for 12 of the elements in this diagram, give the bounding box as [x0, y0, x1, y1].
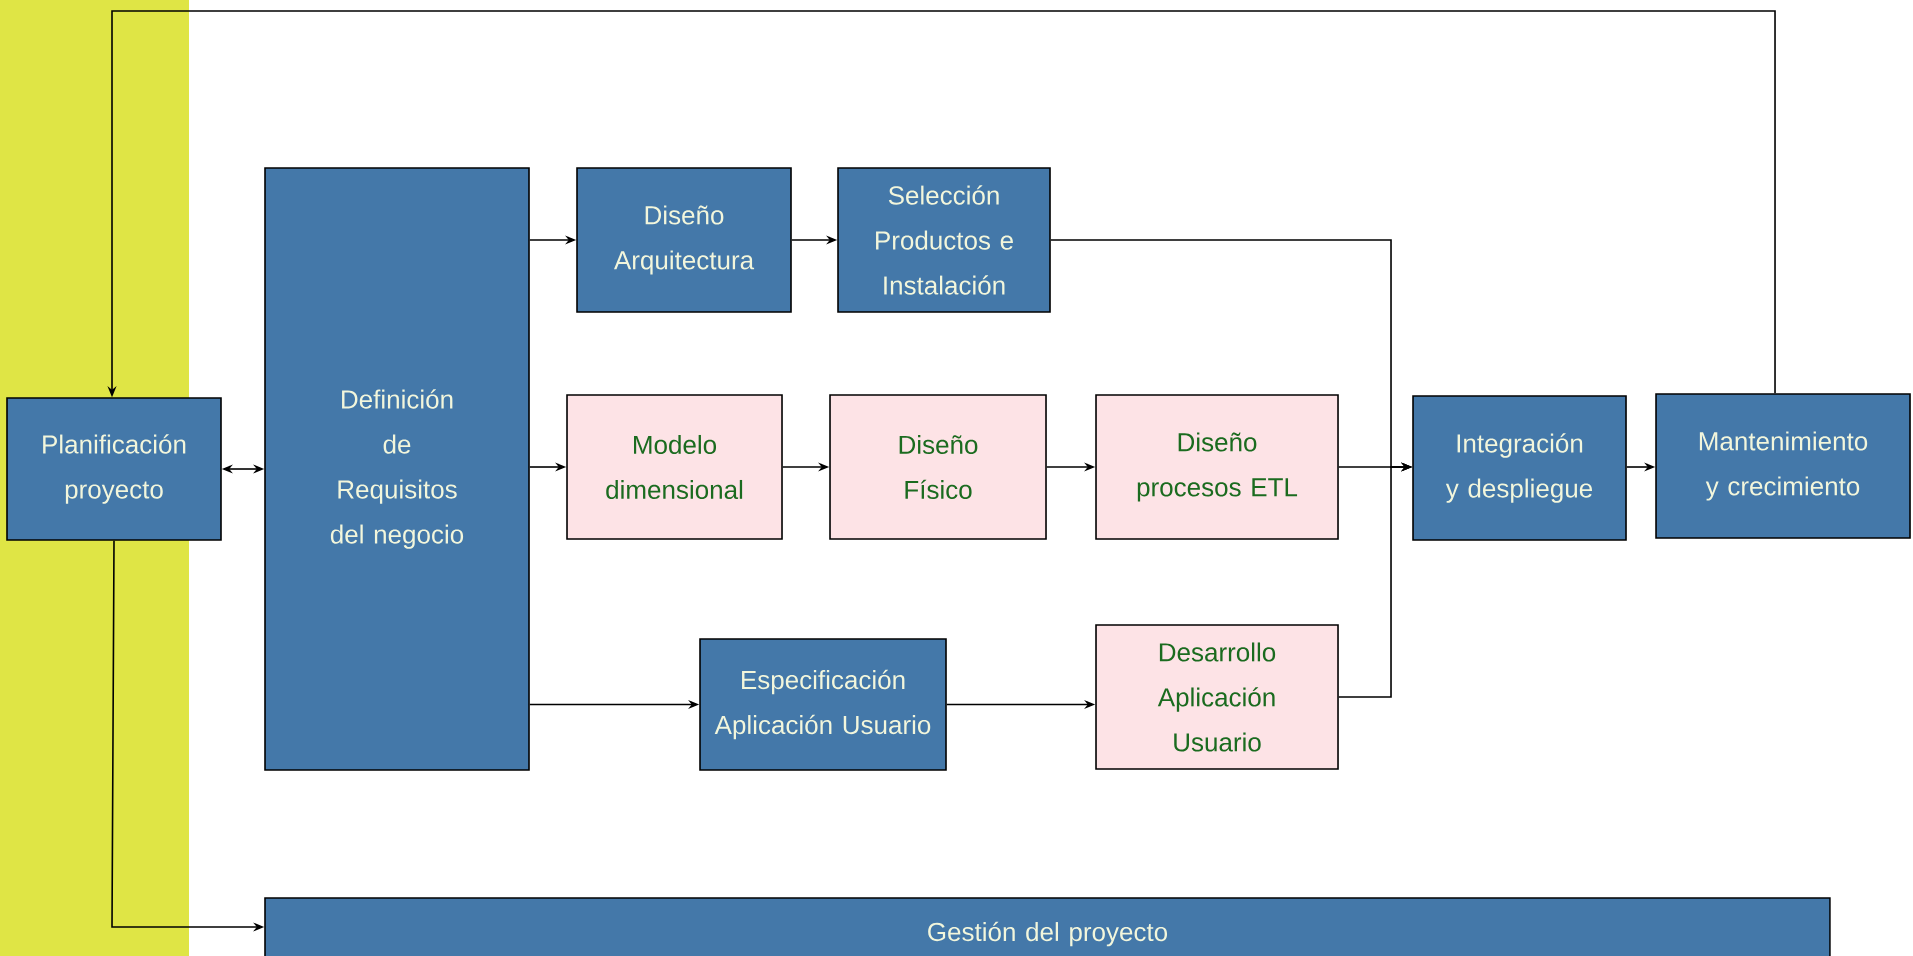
process-box: Diseño Físico	[829, 394, 1047, 540]
process-box: Selección Productos e Instalación	[837, 167, 1051, 313]
process-box: Gestión del proyecto	[264, 897, 1831, 956]
process-box: Mantenimiento y crecimiento	[1655, 393, 1911, 539]
process-box: Diseño procesos ETL	[1095, 394, 1339, 540]
process-box: Planificación proyecto	[6, 397, 222, 541]
process-box: Integración y despliegue	[1412, 395, 1627, 541]
process-box: Modelo dimensional	[566, 394, 783, 540]
process-box: Especificación Aplicación Usuario	[699, 638, 947, 771]
process-box: Diseño Arquitectura	[576, 167, 792, 313]
process-box: Desarrollo Aplicación Usuario	[1095, 624, 1339, 770]
process-box: Definición de Requisitos del negocio	[264, 167, 530, 771]
